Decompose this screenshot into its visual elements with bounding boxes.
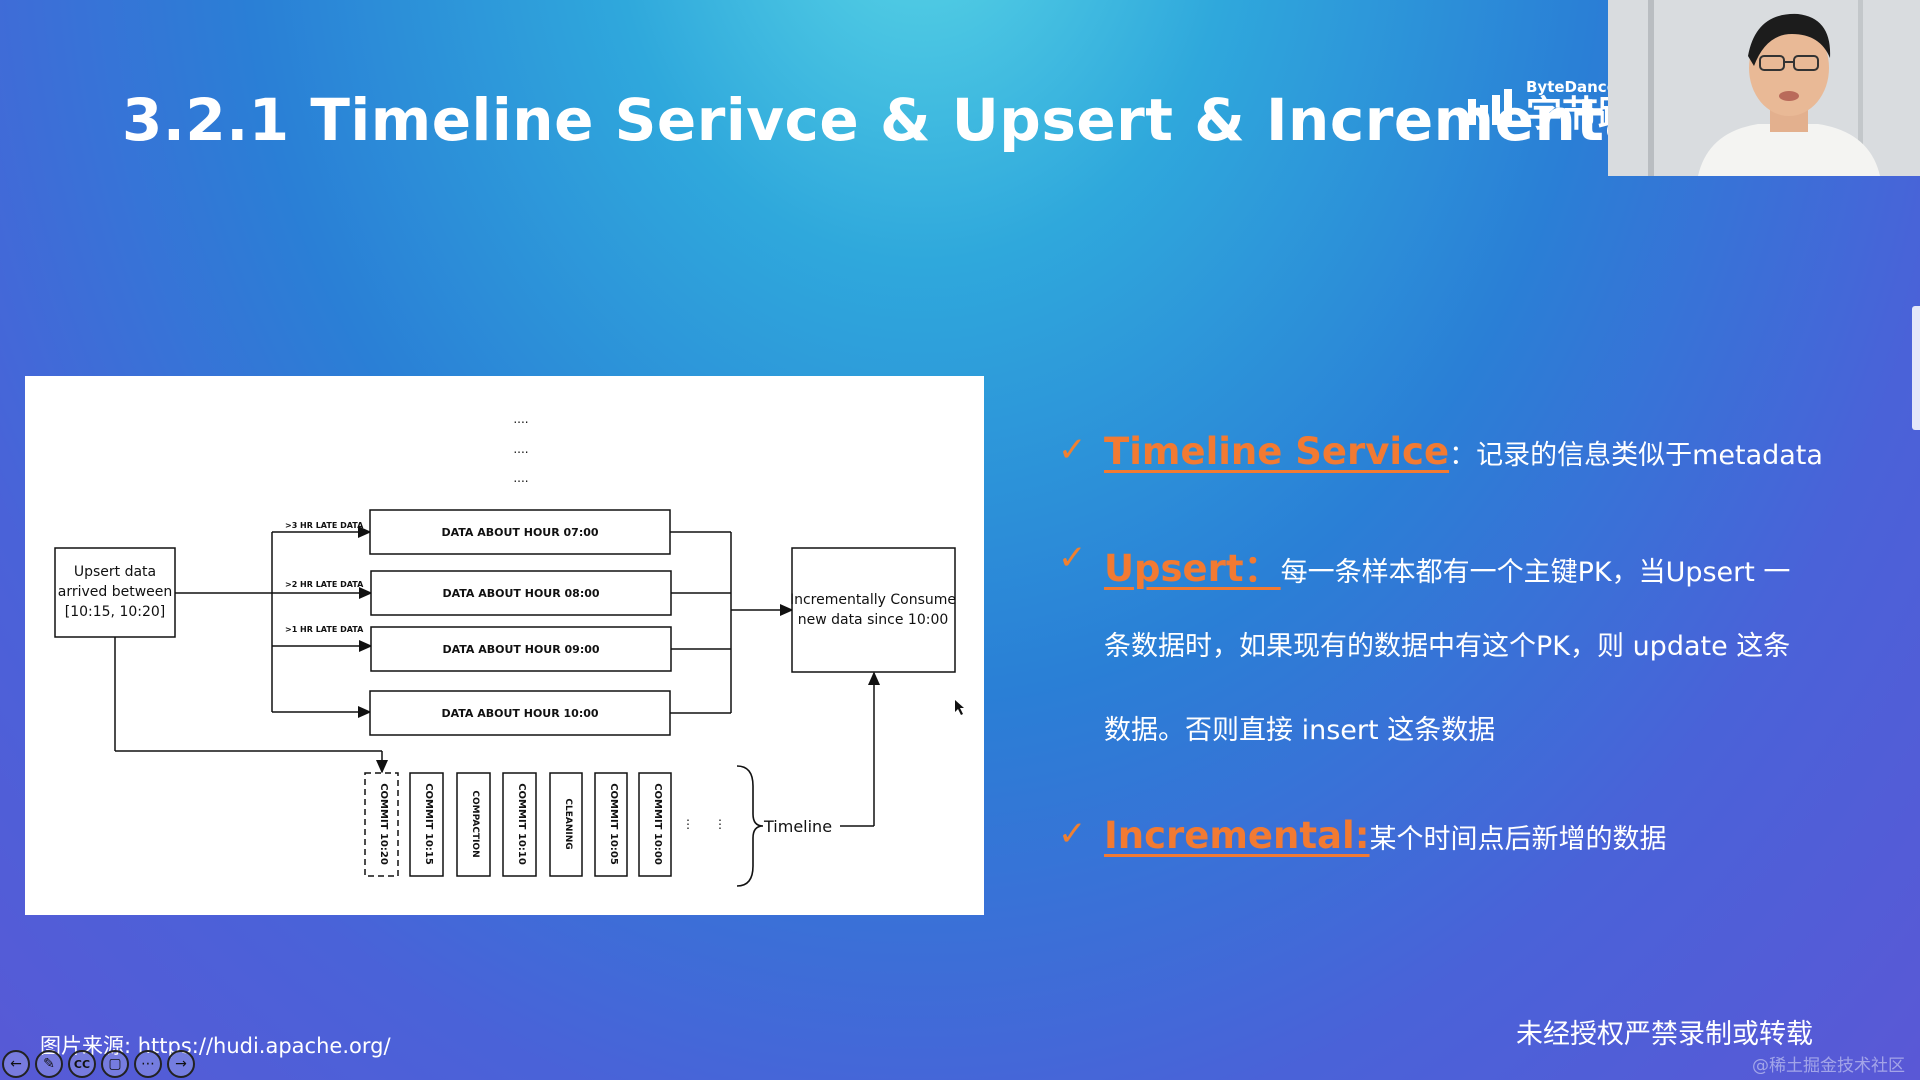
hudi-timeline-diagram: .... .... .... Upsert data arrived betwe…: [25, 376, 984, 915]
late-label-2hr: >2 HR LATE DATA: [285, 580, 364, 589]
late-label-1hr: >1 HR LATE DATA: [285, 625, 364, 634]
logo-text-en: ByteDance: [1526, 78, 1617, 96]
commit-box-1010: [502, 772, 537, 877]
commit-box-1005: [594, 772, 628, 877]
commit-label-1020: COMMIT 10:20: [378, 783, 389, 865]
cleaning-label: CLEANING: [563, 798, 573, 849]
commit-box-1015: [409, 772, 444, 877]
presenter-webcam: [1608, 0, 1920, 176]
consume-line-1: Incrementally Consume: [790, 592, 956, 608]
desc-upsert-line-3: 数据。否则直接 insert 这条数据: [1104, 715, 1496, 746]
compaction-box: [456, 772, 491, 877]
check-icon: ✓: [1058, 538, 1087, 578]
cc-icon[interactable]: CC: [68, 1050, 96, 1078]
commit-label-1010: COMMIT 10:10: [516, 783, 527, 865]
presenter-image: [1608, 0, 1920, 176]
image-source-caption: 图片来源: https://hudi.apache.org/: [40, 1034, 391, 1058]
hour-label-0700: DATA ABOUT HOUR 07:00: [441, 526, 598, 539]
forward-icon[interactable]: →: [167, 1050, 195, 1078]
timeline-brace: [736, 765, 764, 887]
ellipsis-2: ....: [513, 442, 528, 456]
late-label-3hr: >3 HR LATE DATA: [285, 521, 364, 530]
copyright-notice: 未经授权严禁录制或转载: [1516, 1019, 1813, 1050]
ellipsis-3: ....: [513, 471, 528, 485]
watermark: @稀土掘金技术社区: [1752, 1056, 1905, 1076]
check-icon: ✓: [1058, 814, 1087, 854]
keyword-timeline-service: Timeline Service: [1104, 430, 1450, 473]
hour-label-0800: DATA ABOUT HOUR 08:00: [442, 587, 599, 600]
hour-label-1000: DATA ABOUT HOUR 10:00: [441, 707, 598, 720]
timeline-label: Timeline: [763, 817, 832, 836]
commit-label-1000: COMMIT 10:00: [652, 783, 663, 865]
desc-upsert-line-2: 条数据时，如果现有的数据中有这个PK，则 update 这条: [1104, 631, 1791, 662]
side-scroll-tab[interactable]: [1912, 306, 1920, 430]
hour-box-1000: [369, 690, 671, 736]
desc-incremental: 某个时间点后新增的数据: [1369, 824, 1667, 855]
ellipsis-1: ....: [513, 412, 528, 426]
desc-upsert-line-1: 每一条样本都有一个主键PK，当Upsert 一: [1280, 557, 1791, 588]
keyword-upsert: Upsert：: [1104, 547, 1281, 590]
consume-line-2: new data since 10:00: [798, 612, 949, 628]
commit-box-1020: [364, 772, 399, 877]
commit-label-1005: COMMIT 10:05: [608, 783, 619, 865]
commit-label-1015: COMMIT 10:15: [423, 783, 434, 865]
desc-timeline-service: ：记录的信息类似于metadata: [1449, 440, 1823, 471]
hour-box-0900: [370, 626, 672, 672]
compaction-label: COMPACTION: [470, 790, 480, 857]
check-icon: ✓: [1058, 430, 1087, 470]
mouse-cursor-icon: [955, 700, 964, 715]
cleaning-box: [549, 772, 583, 877]
svg-text:⋮: ⋮: [714, 817, 726, 831]
more-icon[interactable]: ⋯: [134, 1050, 162, 1078]
diagram-canvas: .... .... .... Upsert data arrived betwe…: [54, 412, 964, 887]
video-off-icon[interactable]: ▢: [101, 1050, 129, 1078]
pen-icon[interactable]: ✎: [35, 1050, 63, 1078]
incremental-consume-box: [791, 547, 956, 673]
svg-text:⋮: ⋮: [682, 817, 694, 831]
slide-title: 3.2.1 Timeline Serivce & Upsert & Increm…: [122, 86, 1665, 154]
back-icon[interactable]: ←: [2, 1050, 30, 1078]
keyword-incremental: Incremental:: [1104, 814, 1370, 857]
upsert-source-line-3: [10:15, 10:20]: [65, 604, 166, 620]
upsert-source-line-2: arrived between: [58, 584, 173, 600]
bytedance-logo-icon: [1468, 88, 1512, 125]
upsert-source-line-1: Upsert data: [74, 564, 156, 580]
slideshow-toolbar: ← ✎ CC ▢ ⋯ →: [2, 1050, 195, 1078]
hour-label-0900: DATA ABOUT HOUR 09:00: [442, 643, 599, 656]
commit-box-1000: [638, 772, 672, 877]
